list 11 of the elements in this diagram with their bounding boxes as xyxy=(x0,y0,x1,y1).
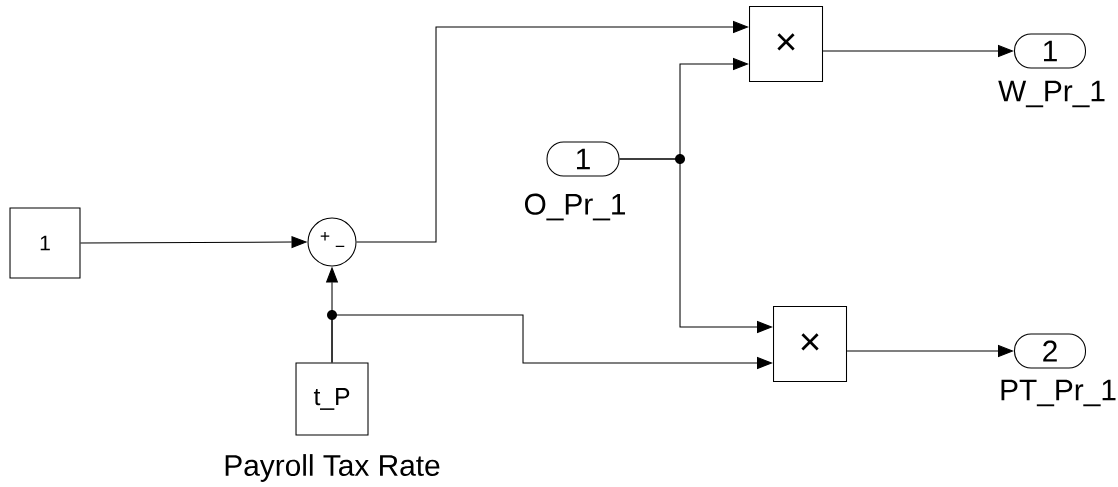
block-label: Payroll Tax Rate xyxy=(225,454,440,482)
block-label: W_Pr_1 xyxy=(998,80,1105,108)
outport-block: 1 xyxy=(1014,33,1087,69)
block-label: PT_Pr_1 xyxy=(1001,379,1116,407)
constant-block: 1 xyxy=(9,207,81,279)
outport-block: 2 xyxy=(1014,333,1087,369)
block-label: O_Pr_1 xyxy=(524,193,625,221)
constant-block: t_P xyxy=(295,362,369,436)
product-block: × xyxy=(773,306,848,383)
product-block: × xyxy=(749,6,824,82)
inport-block: 1 xyxy=(546,141,620,177)
